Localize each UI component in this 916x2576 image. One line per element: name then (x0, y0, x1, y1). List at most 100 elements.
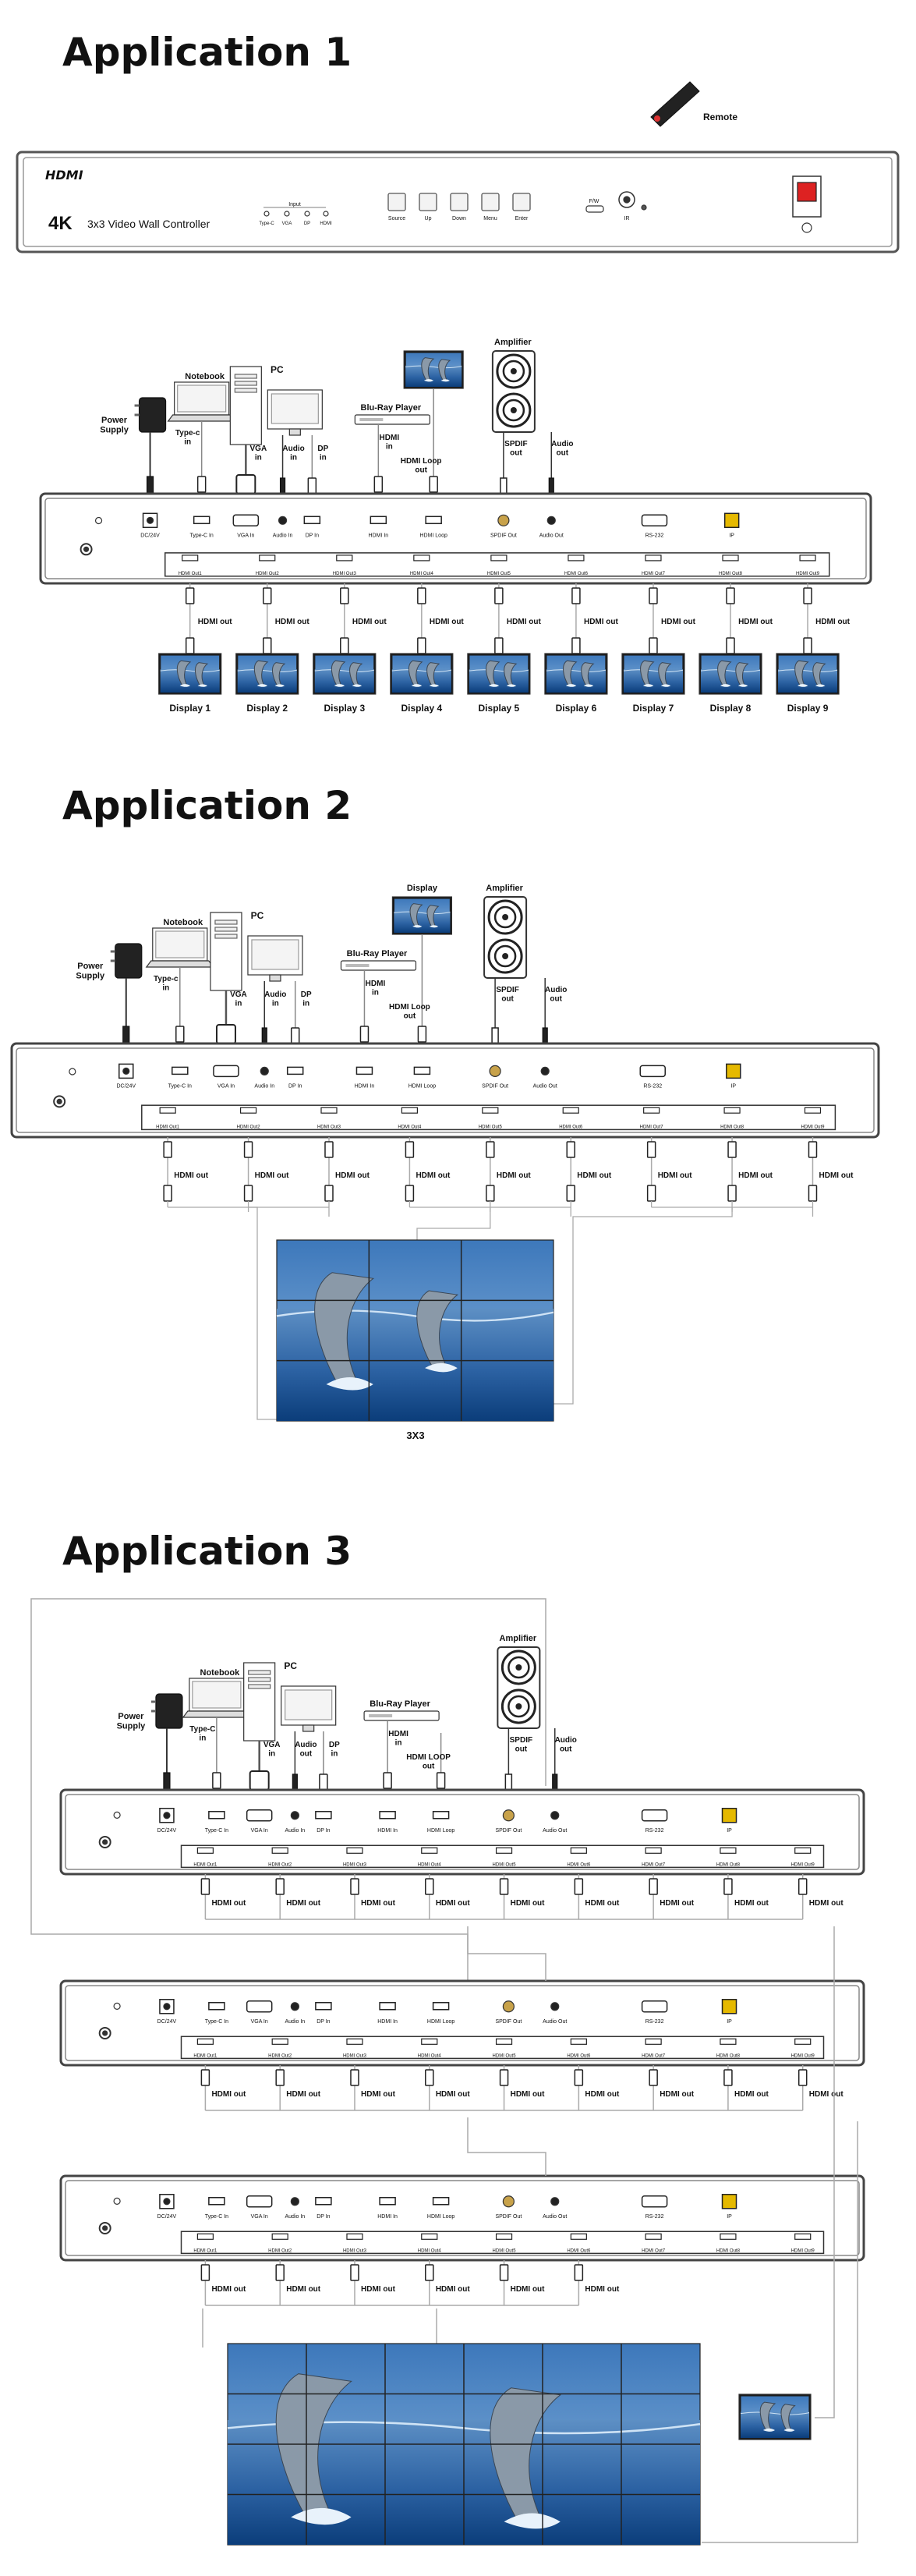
hdmi-out-label: HDMI Out2 (268, 1862, 292, 1867)
hdmi-out-label: HDMI Out9 (791, 2053, 815, 2058)
splash-icon (256, 684, 268, 687)
bluray-body (363, 1710, 440, 1721)
app2-title: Application 2 (62, 783, 352, 828)
hdmi-out-label: HDMI Out2 (256, 572, 280, 576)
hdmi-out-plug (499, 1878, 509, 1895)
hdmi-plug (566, 1185, 575, 1202)
bluray-player-icon (363, 1710, 440, 1721)
front-button-label: Menu (483, 216, 497, 221)
hdmi-port (355, 1066, 373, 1075)
hdmi-out-port (159, 1107, 176, 1114)
notebook-icon (145, 927, 214, 968)
hdmi-out-label: HDMI out (511, 2090, 546, 2099)
splash-icon (429, 925, 439, 928)
hdmi-plug (571, 637, 581, 654)
wall-link (248, 1207, 277, 1420)
hdmi-port (432, 2197, 450, 2206)
input-led (323, 211, 329, 217)
dc-pin (122, 1067, 130, 1075)
spdif-port (502, 1809, 515, 1822)
input-led-label: HDMI (320, 221, 332, 226)
hdmi-plug (185, 637, 195, 654)
hdmi-plug (290, 1027, 300, 1044)
ir-led (641, 204, 647, 211)
ip-port (721, 1808, 737, 1823)
hdmi-out-port (645, 555, 662, 562)
drive-bay (248, 1677, 271, 1682)
dp-plug (307, 477, 317, 494)
display-label: Display 5 (479, 703, 520, 714)
hdmi-plug (350, 2069, 359, 2086)
dp-plug (319, 1773, 328, 1791)
wave-line (160, 669, 220, 672)
hdmi-plug (307, 477, 317, 494)
splash-icon (583, 684, 594, 687)
hdmi-plug (803, 637, 812, 654)
input-led-label: VGA (282, 221, 292, 226)
bluray-body (354, 414, 430, 425)
hdmi-plug (646, 1141, 656, 1158)
hdmi-plug (494, 587, 504, 604)
hdmi-out-port (196, 1847, 214, 1854)
hdmi-out-label: HDMI out (361, 2090, 396, 2099)
bluray-label: Blu-Ray Player (347, 949, 408, 958)
notebook-display (177, 384, 227, 413)
port-label: Audio In (273, 533, 293, 538)
audio-plug (552, 1773, 558, 1791)
display-label: Display 4 (401, 703, 442, 714)
hdmi-out-port (722, 555, 739, 562)
port-label: Audio Out (543, 2019, 567, 2025)
port-label: SPDIF Out (495, 2019, 522, 2025)
hdmi-out-label: HDMI out (255, 1171, 290, 1180)
port-label: DP In (317, 2214, 330, 2220)
splash-icon (423, 379, 434, 382)
hdmi-out-label: HDMI out (660, 1899, 695, 1908)
speaker-dust-cap (502, 914, 509, 920)
port-label: HDMI In (377, 1828, 398, 1834)
hdmi-out-plug (243, 1141, 253, 1158)
dc-pin (163, 1812, 171, 1819)
hdmi-end-plug (566, 1185, 575, 1202)
speaker-dust-cap (510, 368, 517, 374)
hdmi-out-label: HDMI out (585, 2285, 620, 2294)
monitor-stand (269, 974, 281, 982)
port-label: Audio In (285, 2214, 306, 2220)
ip-port (726, 1063, 741, 1079)
hdmi-out-label: HDMI Out5 (493, 1862, 517, 1867)
wall-link (553, 1207, 733, 1405)
splash-icon (488, 684, 500, 687)
speaker-dust-cap (515, 1703, 522, 1710)
hdmi-out-plug (494, 587, 504, 604)
wave-line (405, 365, 462, 369)
dc-plug (122, 1026, 130, 1044)
hdmi-out-port (495, 2233, 513, 2240)
hdmi-plug (275, 2069, 285, 2086)
splash-icon (429, 684, 440, 687)
hdmi-out-label: HDMI Out1 (193, 2248, 218, 2253)
hdmi-out-label: HDMI Out9 (796, 572, 820, 576)
hdmi-out-label: HDMI out (585, 1899, 620, 1908)
splash-icon (274, 684, 285, 687)
hdmi-display-plug (185, 637, 195, 654)
hdmi-plug (262, 637, 272, 654)
port-label: Type-C In (205, 2019, 228, 2025)
audio-out-plug (552, 1773, 558, 1791)
port-label: DP In (288, 1083, 302, 1089)
hdmi-out-port (495, 1847, 513, 1854)
splash-icon (762, 2428, 776, 2432)
rs232-port (641, 514, 668, 527)
dc-plug (146, 476, 154, 494)
notebook-base (167, 414, 236, 422)
picture-sea (623, 669, 683, 693)
hdmi-out-label: HDMI out (436, 2285, 471, 2294)
hdmi-loop-plug (417, 1026, 427, 1043)
